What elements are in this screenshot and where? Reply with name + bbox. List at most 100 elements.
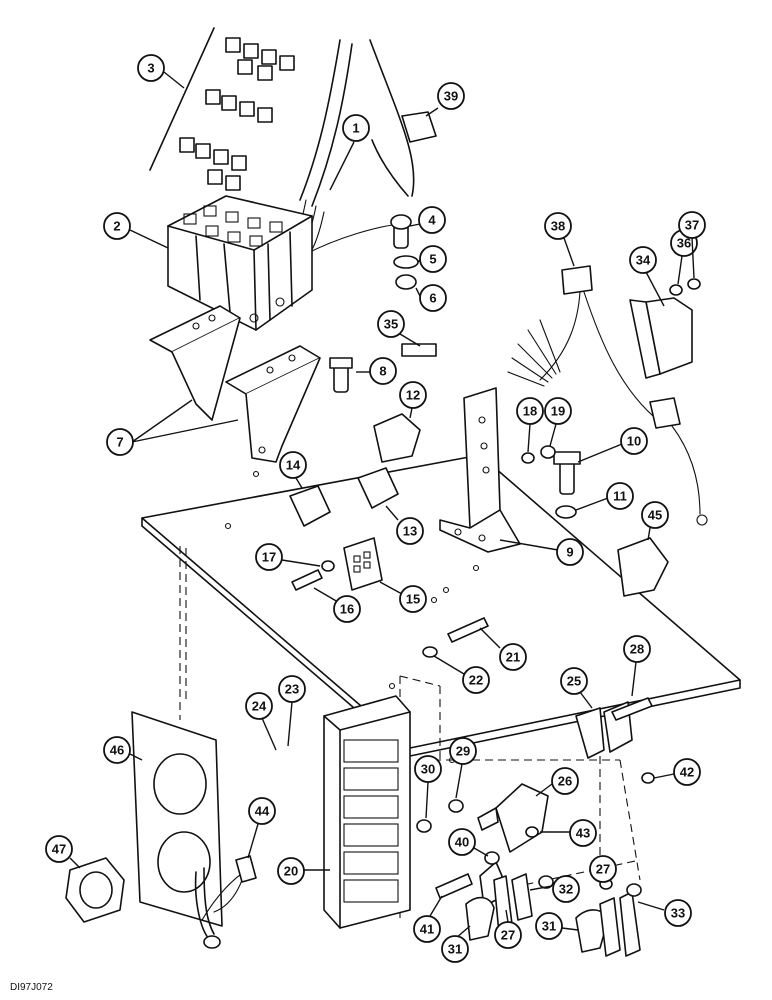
svg-text:18: 18 (523, 404, 537, 419)
svg-text:20: 20 (284, 864, 298, 879)
svg-text:31: 31 (542, 919, 556, 934)
svg-text:6: 6 (429, 291, 436, 306)
callout-22: 22 (433, 655, 490, 694)
svg-text:38: 38 (551, 219, 565, 234)
gasket-plate (65, 711, 257, 949)
svg-text:40: 40 (455, 835, 469, 850)
svg-text:46: 46 (110, 743, 124, 758)
callout-17: 17 (255, 543, 321, 571)
brackets (149, 305, 321, 463)
callout-3: 3 (137, 54, 185, 89)
callout-39: 39 (425, 82, 465, 117)
callout-23: 23 (278, 675, 306, 747)
callout-44: 44 (247, 797, 276, 859)
callout-5: 5 (417, 245, 447, 273)
svg-text:35: 35 (384, 317, 398, 332)
callout-15: 15 (379, 581, 427, 613)
svg-text:7: 7 (116, 435, 123, 450)
callout-13: 13 (385, 505, 424, 545)
svg-text:37: 37 (685, 218, 699, 233)
svg-text:27: 27 (501, 928, 515, 943)
callout-29: 29 (449, 737, 477, 799)
svg-text:41: 41 (420, 922, 434, 937)
relays (289, 413, 669, 597)
callout-45: 45 (641, 501, 669, 541)
svg-text:8: 8 (379, 364, 386, 379)
callout-38: 38 (544, 212, 575, 267)
fuse-block (167, 195, 313, 331)
callout-31a: 31 (441, 925, 471, 963)
svg-text:47: 47 (52, 842, 66, 857)
callout-4: 4 (409, 206, 446, 234)
svg-text:22: 22 (469, 673, 483, 688)
callout-28: 28 (623, 635, 651, 697)
callout-18: 18 (516, 397, 544, 453)
callout-6: 6 (415, 284, 447, 312)
wiring-harness (287, 39, 437, 263)
sub-harness (507, 265, 708, 526)
callout-11: 11 (575, 482, 634, 511)
fuse-set (149, 27, 295, 191)
callout-8: 8 (356, 357, 397, 385)
callout-12: 12 (399, 381, 427, 419)
callout-31b: 31 (535, 912, 579, 940)
callout-20: 20 (277, 857, 330, 885)
svg-text:9: 9 (566, 545, 573, 560)
callout-27a: 27 (494, 909, 522, 949)
svg-text:45: 45 (648, 508, 662, 523)
svg-text:12: 12 (406, 388, 420, 403)
svg-text:14: 14 (286, 458, 301, 473)
screws-and-nuts (329, 214, 437, 393)
svg-text:11: 11 (613, 489, 627, 504)
svg-text:5: 5 (429, 252, 436, 267)
callout-9: 9 (499, 538, 584, 566)
svg-text:16: 16 (340, 602, 354, 617)
svg-text:15: 15 (406, 592, 420, 607)
callout-30: 30 (414, 755, 442, 819)
svg-text:2: 2 (113, 219, 120, 234)
svg-text:3: 3 (147, 61, 154, 76)
svg-text:10: 10 (627, 434, 641, 449)
circuit-breaker (416, 697, 655, 853)
callout-10: 10 (577, 427, 648, 463)
callout-14: 14 (279, 451, 307, 489)
callout-27b: 27 (589, 855, 617, 883)
svg-text:36: 36 (677, 236, 691, 251)
callout-33: 33 (637, 899, 692, 927)
callout-40: 40 (448, 828, 489, 857)
callout-19: 19 (544, 397, 572, 447)
svg-text:34: 34 (636, 253, 651, 268)
callouts: 1 2 3 4 5 6 7 8 9 10 11 12 13 14 15 16 1… (45, 54, 706, 963)
callout-47: 47 (45, 835, 81, 869)
svg-text:31: 31 (448, 942, 462, 957)
callout-34: 34 (629, 246, 665, 307)
callout-41: 41 (413, 895, 443, 943)
callout-42: 42 (653, 758, 701, 786)
svg-text:28: 28 (630, 642, 644, 657)
callout-26: 26 (535, 767, 579, 797)
l-bracket (439, 387, 581, 553)
drawing-reference: DI97J072 (10, 982, 53, 993)
svg-text:24: 24 (252, 699, 267, 714)
svg-text:27: 27 (596, 862, 610, 877)
svg-text:13: 13 (403, 524, 417, 539)
callout-46: 46 (103, 736, 143, 764)
callout-21: 21 (479, 627, 527, 671)
callout-16: 16 (313, 587, 361, 623)
svg-text:39: 39 (444, 89, 458, 104)
svg-text:26: 26 (558, 774, 572, 789)
svg-text:21: 21 (506, 650, 520, 665)
svg-text:30: 30 (421, 762, 435, 777)
svg-text:32: 32 (559, 882, 573, 897)
svg-text:17: 17 (262, 550, 276, 565)
panel-hardware (291, 560, 489, 658)
svg-text:33: 33 (671, 906, 685, 921)
callout-35: 35 (377, 310, 421, 347)
callout-32: 32 (529, 875, 580, 903)
svg-text:19: 19 (551, 404, 565, 419)
callout-1: 1 (329, 114, 370, 191)
callout-43: 43 (540, 819, 597, 847)
callout-7: 7 (106, 399, 239, 456)
svg-text:44: 44 (255, 804, 270, 819)
